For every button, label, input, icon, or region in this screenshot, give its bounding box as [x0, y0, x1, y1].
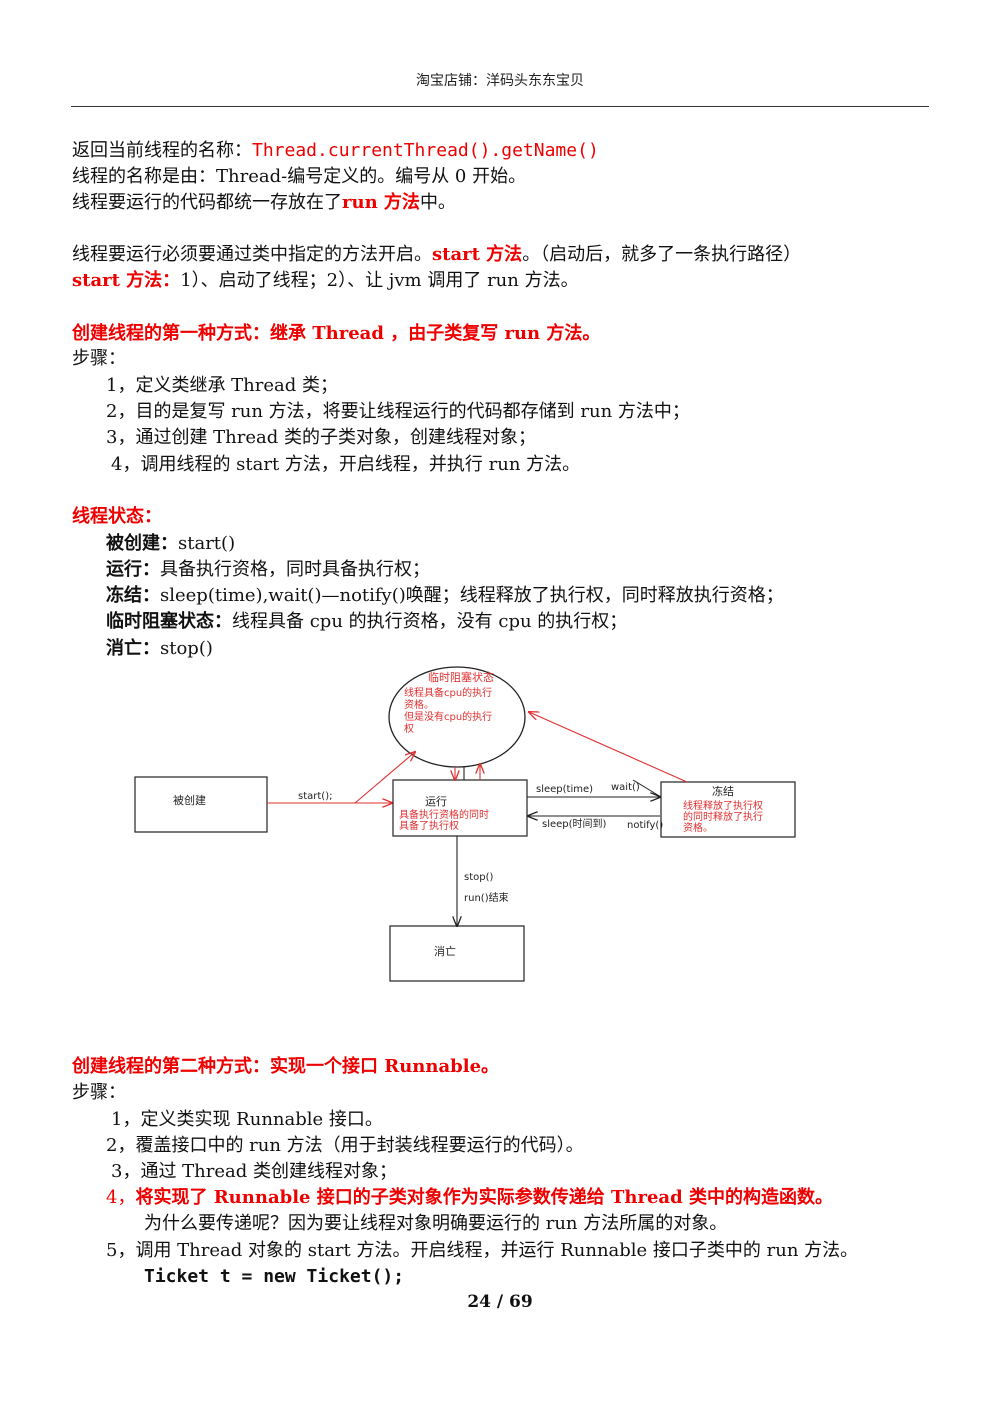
step-number: 4，	[106, 1187, 136, 1208]
dead-label: 消亡	[434, 944, 456, 958]
step-text: 将实现了 Runnable 接口的子类对象作为实际参数传递给 Thread 类中…	[135, 1187, 833, 1208]
value: stop()	[160, 638, 213, 659]
step-2: 2，目的是复写 run 方法，将要让线程运行的代码都存储到 run 方法中；	[106, 401, 690, 422]
label: 冻结：	[106, 585, 160, 606]
blocked-state-ellipse	[388, 666, 526, 768]
step-4: 4，将实现了 Runnable 接口的子类对象作为实际参数传递给 Thread …	[106, 1185, 833, 1211]
code-get-name: Thread.currentThread().getName()	[252, 140, 599, 161]
page-number: 24 / 69	[467, 1292, 533, 1312]
blocked-line: 但是没有cpu的执行	[404, 710, 492, 723]
steps-label: 步骤：	[72, 1082, 126, 1103]
value: sleep(time),wait()—notify()唤醒；线程释放了执行权，同…	[160, 585, 784, 606]
value: 线程具备 cpu 的执行资格，没有 cpu 的执行权；	[232, 611, 628, 632]
step-4-note: 为什么要传递呢？因为要让线程对象明确要运行的 run 方法所属的对象。	[144, 1213, 728, 1234]
line-start-method: 线程要运行必须要通过类中指定的方法开启。start 方法。（启动后，就多了一条执…	[72, 242, 801, 268]
notify-label: notify()	[627, 820, 663, 831]
label: 运行：	[106, 559, 160, 580]
step-3: 3，通过创建 Thread 类的子类对象，创建线程对象；	[106, 427, 537, 448]
created-label: 被创建	[173, 793, 206, 807]
sleep-done-label: sleep(时间到)	[542, 817, 607, 830]
line-thread-name: 返回当前线程的名称：Thread.currentThread().getName…	[72, 138, 599, 164]
state-created: 被创建：start()	[106, 531, 235, 557]
frozen-line: 资格。	[683, 821, 713, 834]
code-start-label: start 方法：	[72, 270, 181, 291]
step-1: 1，定义类继承 Thread 类；	[106, 375, 339, 396]
page-header: 淘宝店铺：洋码头东东宝贝	[416, 73, 584, 89]
step-2: 2，覆盖接口中的 run 方法（用于封装线程要运行的代码）。	[106, 1135, 584, 1156]
running-label: 运行	[425, 795, 447, 808]
wait-label: wait()	[611, 782, 640, 793]
start-to-blocked-arrow	[354, 752, 415, 804]
blocked-title: 临时阻塞状态	[428, 670, 494, 684]
code-ticket: Ticket t = new Ticket();	[144, 1266, 405, 1287]
text: 线程要运行的代码都统一存放在了	[72, 192, 342, 213]
value: start()	[178, 533, 236, 554]
code-start: start 方法	[432, 244, 523, 265]
text: 。（启动后，就多了一条执行路径）	[522, 244, 802, 265]
code-run: run 方法	[342, 192, 420, 213]
running-box	[392, 779, 528, 837]
state-frozen: 冻结：sleep(time),wait()—notify()唤醒；线程释放了执行…	[106, 583, 784, 609]
frozen-to-blocked-arrow	[529, 712, 688, 783]
line-name-rule: 线程的名称是由：Thread-编号定义的。编号从 0 开始。	[72, 166, 527, 187]
frozen-line: 线程释放了执行权	[683, 799, 763, 812]
frozen-box	[660, 781, 796, 838]
section-title-extend-thread: 创建线程的第一种方式：继承 Thread ，由子类复写 run 方法。	[72, 323, 601, 344]
start-call-label: start();	[298, 791, 332, 802]
step-1: 1，定义类实现 Runnable 接口。	[111, 1109, 383, 1130]
frozen-line: 的同时释放了执行	[683, 810, 763, 823]
run-end-label: run()结束	[464, 891, 509, 904]
created-box	[134, 776, 268, 833]
label: 临时阻塞状态：	[106, 611, 232, 632]
state-blocked: 临时阻塞状态：线程具备 cpu 的执行资格，没有 cpu 的执行权；	[106, 609, 627, 635]
sleep-time-label: sleep(time)	[536, 784, 593, 795]
running-line: 具备执行资格的同时	[399, 808, 489, 821]
line-start-effects: start 方法：1）、启动了线程；2）、让 jvm 调用了 run 方法。	[72, 268, 579, 294]
wait-arrow	[632, 779, 662, 798]
section-title-runnable: 创建线程的第二种方式：实现一个接口 Runnable。	[72, 1056, 500, 1077]
state-dead: 消亡：stop()	[106, 636, 213, 662]
line-run-method: 线程要运行的代码都统一存放在了run 方法中。	[72, 190, 456, 216]
text: 1）、启动了线程；2）、让 jvm 调用了 run 方法。	[180, 270, 579, 291]
label: 被创建：	[106, 533, 178, 554]
step-3: 3，通过 Thread 类创建线程对象；	[111, 1161, 398, 1182]
state-running: 运行：具备执行资格，同时具备执行权；	[106, 557, 430, 583]
text: 中。	[419, 192, 456, 213]
value: 具备执行资格，同时具备执行权；	[160, 559, 430, 580]
text: 返回当前线程的名称：	[72, 140, 252, 161]
dead-box	[389, 925, 525, 982]
step-4: 4，调用线程的 start 方法，开启线程，并执行 run 方法。	[111, 454, 581, 475]
running-line: 具备了执行权	[399, 819, 459, 832]
section-title-states: 线程状态：	[72, 506, 162, 527]
steps-label: 步骤：	[72, 348, 126, 369]
label: 消亡：	[106, 638, 160, 659]
header-divider	[71, 106, 929, 107]
blocked-line: 权	[404, 722, 414, 735]
stop-label: stop()	[464, 872, 493, 883]
blocked-line: 资格。	[404, 698, 434, 711]
frozen-label: 冻结	[712, 784, 734, 798]
step-5: 5，调用 Thread 对象的 start 方法。开启线程，并运行 Runnab…	[106, 1240, 859, 1261]
blocked-line: 线程具备cpu的执行	[404, 686, 492, 699]
text: 线程要运行必须要通过类中指定的方法开启。	[72, 244, 432, 265]
